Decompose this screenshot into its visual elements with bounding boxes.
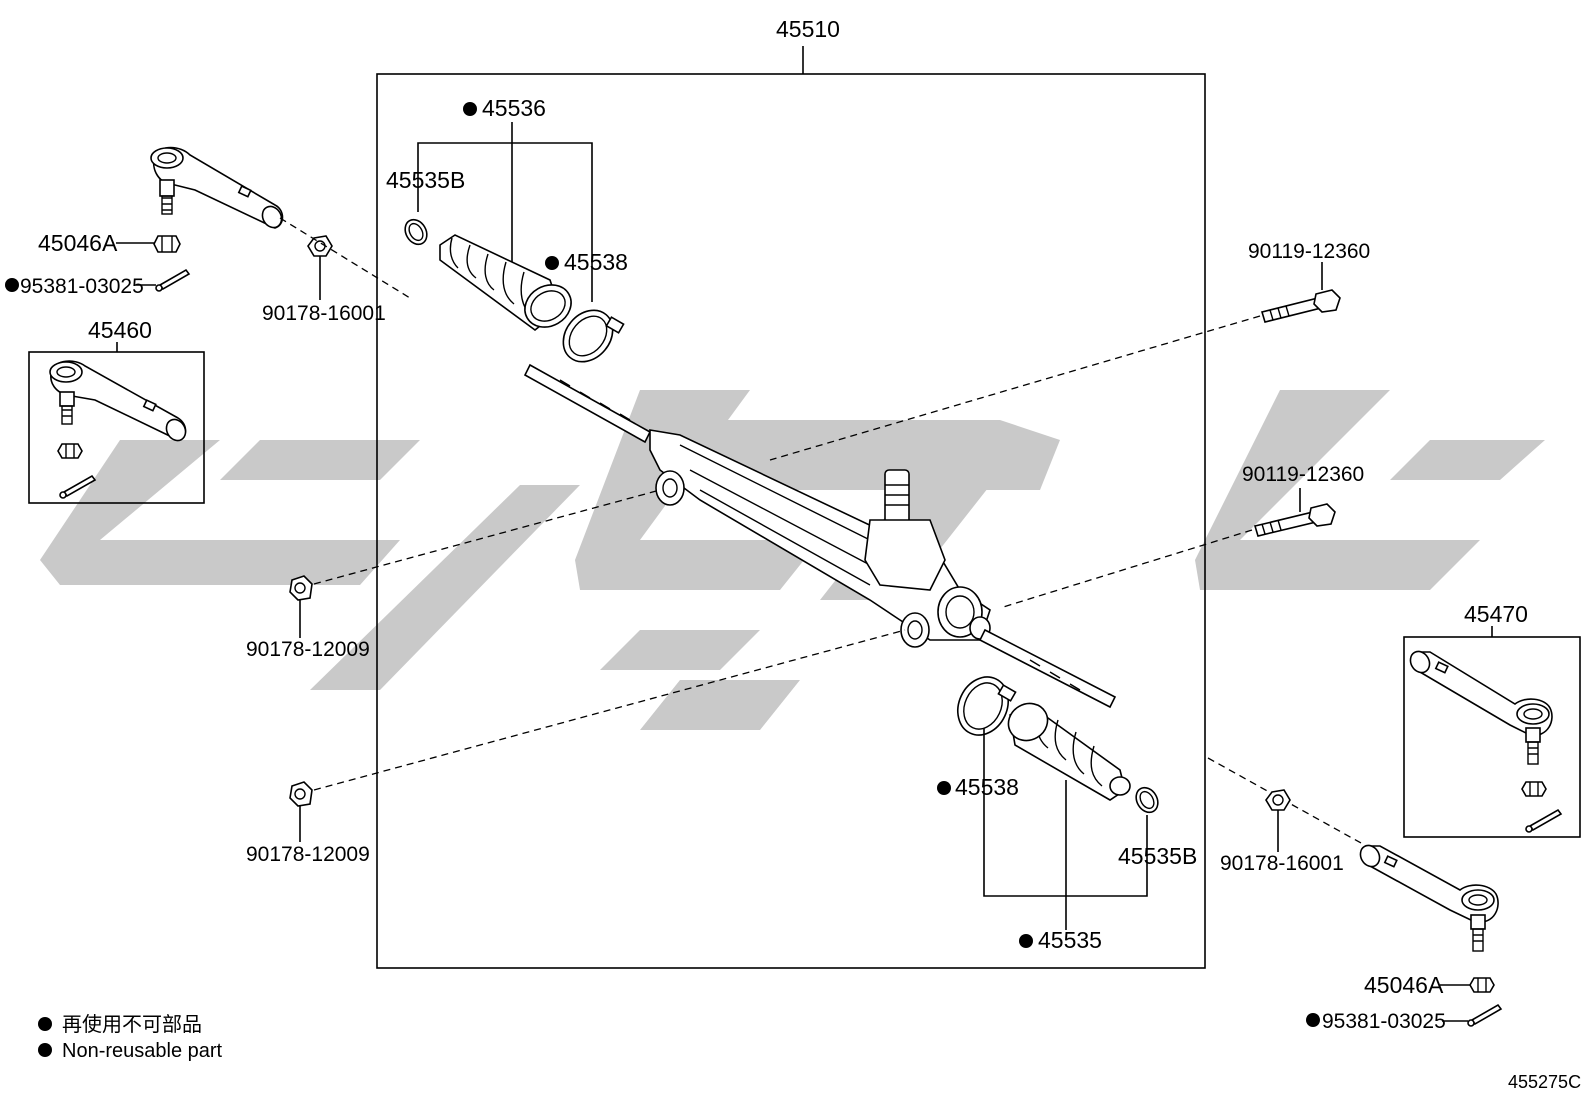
- dashed-axis-bolt-lower: [999, 529, 1253, 609]
- nut-45046A-upper-drawing: [153, 235, 181, 253]
- non-reusable-marker: [463, 102, 477, 116]
- rack-assembly-frame: [376, 73, 1206, 969]
- legend-text-en: Non-reusable part: [62, 1040, 223, 1062]
- band-upper-drawing: [562, 309, 625, 363]
- part-number-45046A-upper[interactable]: 45046A: [38, 230, 118, 256]
- part-number-45510[interactable]: 45510: [776, 16, 840, 42]
- cotter-pin-lower-drawing: [1467, 1003, 1503, 1027]
- legend-marker-en: [38, 1043, 52, 1057]
- bolt-upper-drawing: [1260, 289, 1341, 323]
- tie-rod-end-upper-drawing: [150, 146, 284, 229]
- part-number-90178-16001-upper[interactable]: 90178-16001: [262, 302, 386, 325]
- part-number-90178-12009-2[interactable]: 90178-12009: [246, 843, 370, 866]
- non-reusable-marker: [1019, 934, 1033, 948]
- dashed-axis-upper-left: [279, 217, 411, 299]
- non-reusable-marker: [937, 781, 951, 795]
- part-number-45538-lower[interactable]: 45538: [955, 774, 1019, 800]
- legend-text-cn: 再使用不可部品: [62, 1013, 202, 1036]
- dashed-axis-mount-2: [313, 629, 906, 791]
- cotter-pin-upper-drawing: [155, 268, 191, 292]
- part-number-95381-03025-upper[interactable]: 95381-03025: [20, 275, 144, 298]
- tie-rod-end-lower-drawing: [1359, 844, 1499, 952]
- steering-rack-drawing: [523, 363, 1117, 709]
- band-lower-drawing: [957, 676, 1017, 736]
- dashed-axis-lower-right: [1207, 757, 1371, 849]
- bolt-lower-drawing: [1253, 503, 1336, 537]
- nut-45046A-lower-drawing: [1469, 977, 1495, 993]
- tie-rod-end-rh-set-drawing: [1409, 650, 1563, 833]
- part-number-45046A-lower[interactable]: 45046A: [1364, 972, 1444, 998]
- part-number-45535B-upper[interactable]: 45535B: [386, 167, 465, 193]
- legend-marker-cn: [38, 1017, 52, 1031]
- clip-lower-drawing: [1135, 786, 1159, 814]
- part-number-90178-12009-1[interactable]: 90178-12009: [246, 638, 370, 661]
- part-number-45470[interactable]: 45470: [1464, 601, 1528, 627]
- watermark-logo: [40, 390, 1545, 730]
- boot-lower-drawing: [1007, 702, 1131, 801]
- nut-90178-12009-2-drawing: [289, 781, 313, 807]
- part-number-90119-12360-lower[interactable]: 90119-12360: [1242, 463, 1364, 486]
- tie-rod-end-lh-set-drawing: [49, 360, 187, 499]
- non-reusable-marker: [5, 278, 19, 292]
- dashed-axis-bolt-upper: [769, 315, 1261, 461]
- nut-90178-12009-1-drawing: [289, 575, 313, 601]
- part-number-45536[interactable]: 45536: [482, 95, 546, 121]
- figure-code: 455275C: [1508, 1072, 1581, 1092]
- nut-90178-16001-lower-drawing: [1265, 789, 1291, 811]
- part-number-45460[interactable]: 45460: [88, 317, 152, 343]
- nut-90178-16001-upper-drawing: [307, 235, 333, 257]
- boot-upper-leader: [417, 142, 593, 302]
- clip-upper-drawing: [404, 218, 428, 246]
- part-number-95381-03025-lower[interactable]: 95381-03025: [1322, 1010, 1446, 1033]
- non-reusable-marker: [545, 256, 559, 270]
- part-number-90119-12360-upper[interactable]: 90119-12360: [1248, 240, 1370, 263]
- boot-upper-drawing: [439, 234, 572, 332]
- part-number-45535[interactable]: 45535: [1038, 927, 1102, 953]
- non-reusable-marker: [1306, 1013, 1320, 1027]
- part-number-45535B-lower[interactable]: 45535B: [1118, 843, 1197, 869]
- part-number-90178-16001-lower[interactable]: 90178-16001: [1220, 852, 1344, 875]
- part-number-45538-upper[interactable]: 45538: [564, 249, 628, 275]
- legend: 再使用不可部品 Non-reusable part: [38, 1013, 223, 1062]
